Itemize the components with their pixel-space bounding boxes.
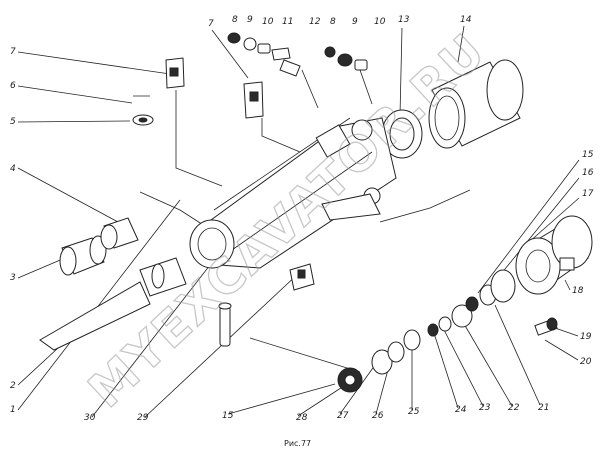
callout-label-c4: 4 xyxy=(10,164,16,174)
callout-label-c29: 29 xyxy=(137,413,149,423)
callout-label-c17: 17 xyxy=(582,189,594,199)
callout-label-c21: 21 xyxy=(538,403,549,413)
callout-label-c12: 12 xyxy=(309,17,321,27)
callout-label-c7b: 7 xyxy=(208,19,214,29)
callout-label-c3: 3 xyxy=(10,273,16,283)
part-3-4-bushings xyxy=(59,217,139,276)
callout-label-c16: 16 xyxy=(582,168,594,178)
callout-label-c1: 1 xyxy=(10,405,16,415)
callout-label-c9b: 9 xyxy=(352,17,358,27)
callout-label-c10a: 10 xyxy=(262,17,274,27)
part-14-drum xyxy=(428,59,524,149)
callout-label-c2: 2 xyxy=(10,381,16,391)
callout-label-c23: 23 xyxy=(479,403,491,413)
callout-label-c19: 19 xyxy=(580,332,592,342)
callout-label-c11: 11 xyxy=(282,17,293,27)
callout-label-c5: 5 xyxy=(10,117,16,127)
part-19-20-bolt xyxy=(534,317,558,336)
part-2-cone xyxy=(39,257,187,351)
callout-label-c9a: 9 xyxy=(247,15,253,25)
part-29-pin xyxy=(218,302,232,347)
callout-label-c14: 14 xyxy=(460,15,472,25)
small-fitting-plate xyxy=(289,263,315,291)
callout-label-c26: 26 xyxy=(372,411,384,421)
callout-label-c20: 20 xyxy=(580,357,592,367)
callout-label-c22: 22 xyxy=(508,403,520,413)
callout-label-c15b: 15 xyxy=(222,411,234,421)
callout-label-c28: 28 xyxy=(296,413,308,423)
callout-label-c8b: 8 xyxy=(330,17,336,27)
callout-label-c6: 6 xyxy=(10,81,16,91)
callout-label-c7a: 7 xyxy=(10,47,16,57)
parts-8-10-group-b xyxy=(324,46,368,71)
callout-label-c25: 25 xyxy=(408,407,420,417)
figure-caption: Рис.77 xyxy=(284,439,311,448)
part-18-motor xyxy=(515,215,593,295)
part-5-6-washers xyxy=(132,95,154,126)
callout-label-c13: 13 xyxy=(398,15,410,25)
part-7-fittings xyxy=(165,57,264,119)
main-housing xyxy=(189,117,397,269)
callout-label-c15a: 15 xyxy=(582,150,594,160)
callout-label-c30: 30 xyxy=(84,413,96,423)
parts-22-28-rings xyxy=(337,269,516,393)
part-13-seal-ring xyxy=(381,109,423,159)
parts-8-12-group-a xyxy=(227,32,301,77)
callout-label-c10b: 10 xyxy=(374,17,386,27)
callout-label-c27: 27 xyxy=(337,411,349,421)
leader-lines xyxy=(17,25,580,418)
callout-label-c8a: 8 xyxy=(232,15,238,25)
watermark-text: MYEXCAVATOR.RU xyxy=(78,23,497,419)
callout-label-c24: 24 xyxy=(455,405,467,415)
callout-label-c18: 18 xyxy=(572,286,584,296)
